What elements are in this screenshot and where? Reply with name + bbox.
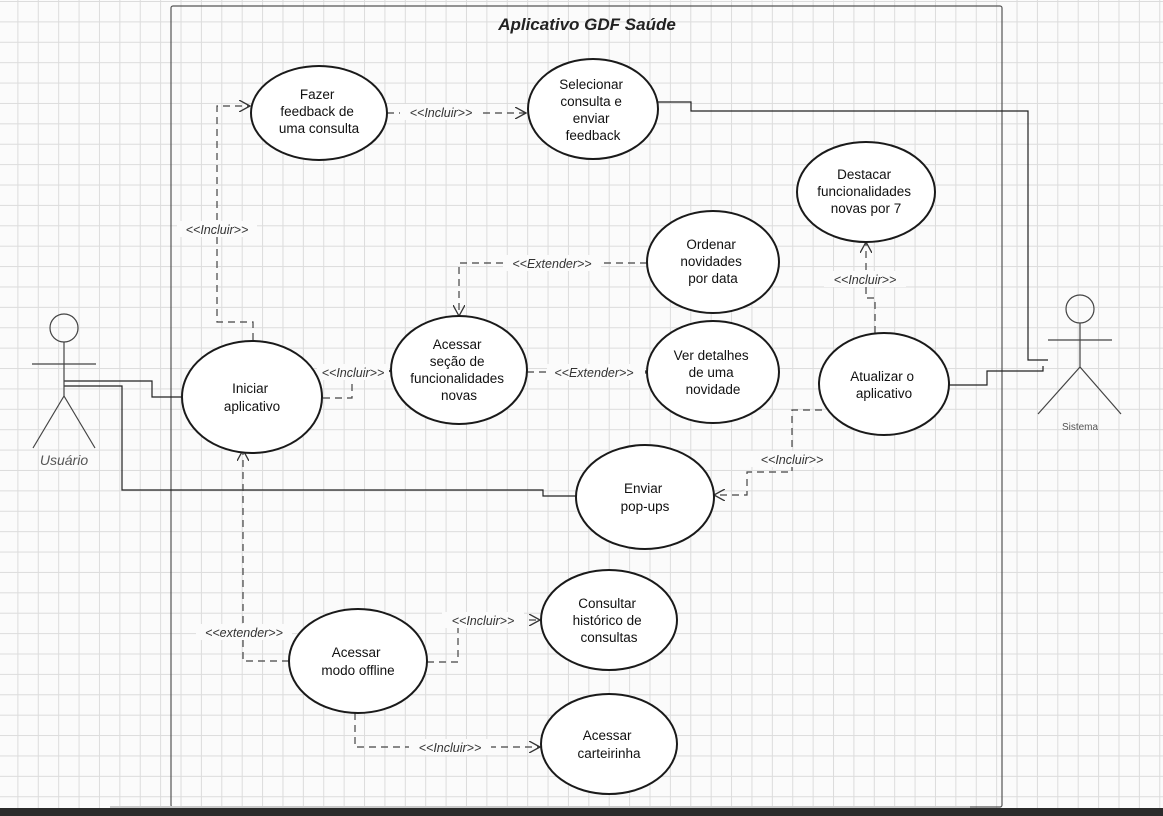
svg-text:Fazer feedback de: Fazer feedback de uma consulta — [279, 87, 360, 136]
svg-text:Atualizar o aplicativo: Atualizar o aplicativo — [850, 369, 918, 401]
svg-text:Acessar modo offline: Acessar modo offline — [321, 645, 394, 678]
label-incluir-feedback: <<Incluir>> — [410, 106, 473, 120]
actor-usuario-head — [49, 313, 79, 343]
usecase-iniciar-aplicativo: Iniciar aplicativo — [181, 340, 323, 454]
usecase-selecionar-consulta: Selecionar consulta e enviar feedback — [527, 58, 659, 160]
system-title: Aplicativo GDF Saúde — [497, 15, 676, 34]
assoc-user-popups — [64, 385, 576, 497]
svg-text:Consultar histórico de: Consultar histórico de consultas — [573, 596, 646, 645]
rel-atualizar-destacar — [866, 242, 876, 333]
label-incluir-carteirinha: <<Incluir>> — [419, 741, 482, 755]
label-incluir-destacar: <<Incluir>> — [834, 273, 897, 287]
usecase-ver-detalhes: Ver detalhes de uma novidade — [646, 320, 780, 424]
svg-text:Enviar pop-ups: Enviar pop-ups — [621, 481, 670, 514]
label-incluir-iniciar-feedback: <<Incluir>> — [186, 223, 249, 237]
usecase-acessar-modo-offline: Acessar modo offline — [288, 608, 428, 714]
svg-text:Ordenar novidades: Ordenar novidades por data — [680, 237, 745, 286]
svg-text:Destacar funcionalidad: Destacar funcionalidades novas por 7 — [817, 167, 915, 216]
usecase-ordenar-novidades: Ordenar novidades por data — [646, 210, 780, 314]
horizontal-scrollbar[interactable] — [110, 806, 970, 809]
label-extender-ordenar: <<Extender>> — [512, 257, 591, 271]
svg-text:Acessar carteirinha: Acessar carteirinha — [577, 728, 641, 761]
actor-usuario-label: Usuário — [40, 452, 88, 468]
svg-text:Iniciar aplicativo: Iniciar aplicativo — [224, 381, 280, 414]
assoc-atualizar-sistema — [948, 366, 1044, 386]
rel-offline-iniciar — [243, 450, 289, 662]
label-extender-offline: <<extender>> — [205, 626, 283, 640]
label-incluir-historico: <<Incluir>> — [452, 614, 515, 628]
usecase-consultar-historico: Consultar histórico de consultas — [540, 569, 678, 671]
usecase-atualizar-aplicativo: Atualizar o aplicativo — [818, 332, 950, 436]
actor-sistema-head — [1065, 294, 1095, 324]
usecase-acessar-carteirinha: Acessar carteirinha — [540, 693, 678, 795]
svg-text:Selecionar consulta e: Selecionar consulta e enviar feedback — [559, 77, 627, 143]
rel-iniciar-feedback — [216, 106, 254, 340]
assoc-user-iniciar — [64, 380, 182, 398]
label-incluir-secao: <<Incluir>> — [322, 366, 385, 380]
usecase-destacar-funcionalidades: Destacar funcionalidades novas por 7 — [796, 141, 936, 243]
rel-atualizar-popups — [714, 409, 822, 495]
assoc-selecionar-sistema — [657, 101, 1048, 361]
actor-usuario — [32, 313, 96, 449]
svg-text:Ver detalhes de uma: Ver detalhes de uma novidade — [674, 348, 753, 397]
actor-sistema — [1037, 294, 1122, 415]
label-incluir-popups: <<Incluir>> — [761, 453, 824, 467]
usecase-fazer-feedback: Fazer feedback de uma consulta — [250, 65, 388, 161]
usecase-acessar-secao: Acessar seção de funcionalidades novas — [390, 315, 528, 425]
usecase-enviar-popups: Enviar pop-ups — [575, 444, 715, 550]
svg-text:Acessar seção de: Acessar seção de funcionalidades novas — [410, 337, 508, 403]
bottom-bar — [0, 808, 1163, 816]
label-extender-detalhes: <<Extender>> — [554, 366, 633, 380]
actor-sistema-label: Sistema — [1062, 422, 1099, 433]
